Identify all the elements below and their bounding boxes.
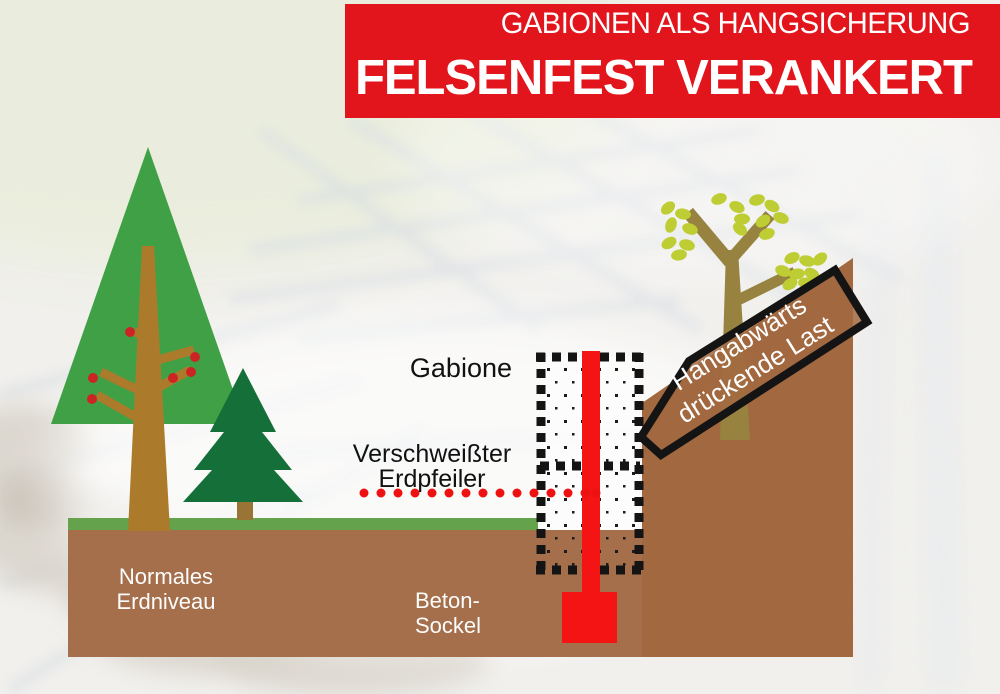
big-tree-icon — [51, 147, 245, 531]
background-right-streaks — [861, 149, 960, 691]
earth-pillar — [582, 351, 600, 592]
fir-canopy — [183, 368, 303, 502]
label-normal-ground-level: Normales Erdniveau — [116, 564, 216, 614]
fir-tree-icon — [183, 368, 303, 520]
leader-dots — [359, 488, 601, 498]
title-banner: GABIONEN ALS HANGSICHERUNG FELSENFEST VE… — [345, 4, 1000, 118]
concrete-base — [562, 592, 617, 643]
label-gabione: Gabione — [409, 353, 512, 383]
fir-trunk — [237, 500, 253, 520]
label-concrete-base: Beton- Sockel — [415, 588, 482, 638]
banner-title: FELSENFEST VERANKERT — [354, 51, 973, 105]
slope-tree-leaves — [660, 193, 828, 291]
banner-subtitle: GABIONEN ALS HANGSICHERUNG — [500, 7, 971, 40]
grass-strip — [68, 518, 538, 530]
big-tree-berries — [87, 327, 200, 404]
load-arrow-icon — [635, 264, 873, 461]
label-welded-earth-pillar: Verschweißter Erdpfeiler — [352, 440, 512, 493]
